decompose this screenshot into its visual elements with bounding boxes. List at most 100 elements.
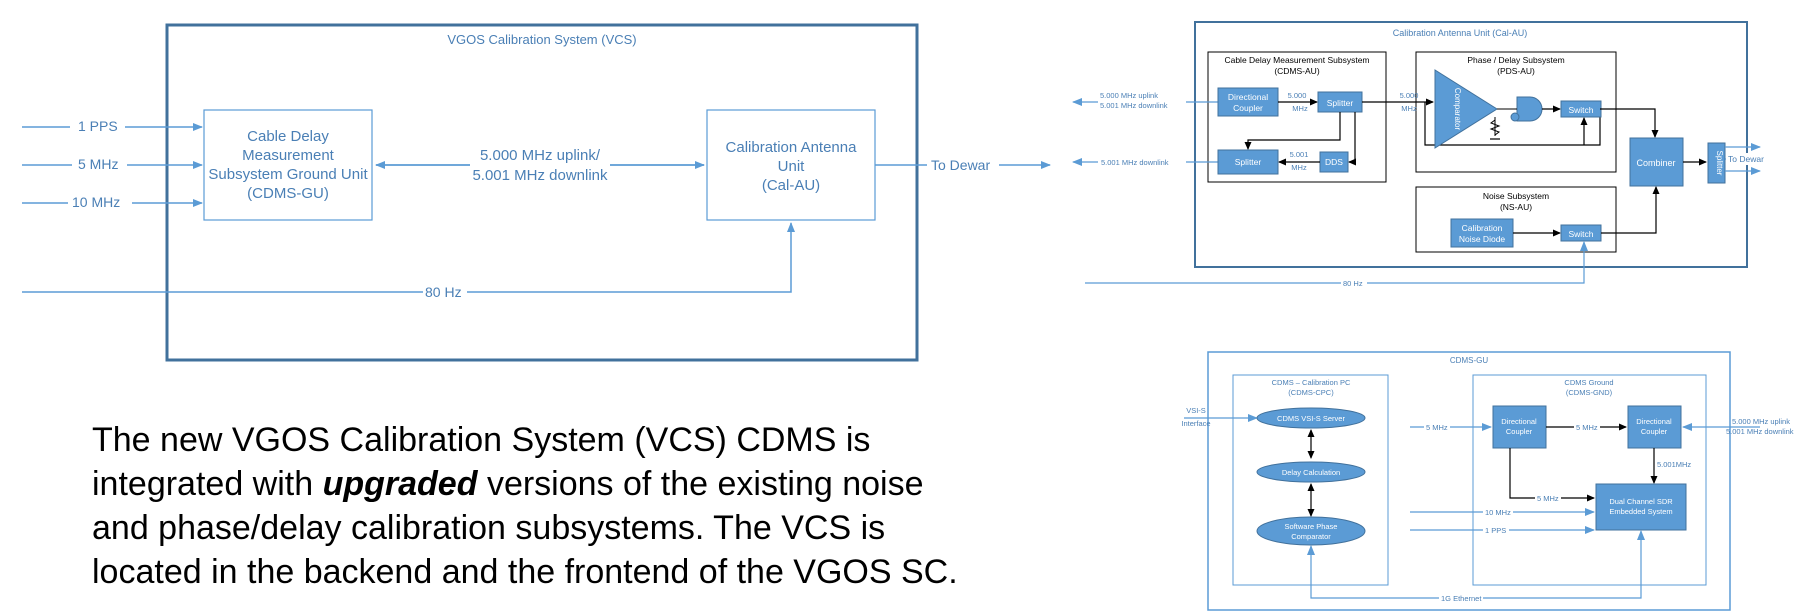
cdms-gu-frame (1207, 351, 1731, 611)
dds-label: DDS (1325, 157, 1343, 167)
vcs-link-label1: 5.000 MHz uplink/ (480, 147, 601, 164)
cal-au-line2: Unit (778, 158, 806, 175)
vcs-link-label2: 5.001 MHz downlink (472, 167, 608, 184)
cal-au-title: Calibration Antenna Unit (Cal-AU) (1393, 28, 1528, 38)
vcs-input-5mhz: 5 MHz (78, 156, 118, 172)
cdms-cpc-title1: CDMS – Calibration PC (1272, 378, 1351, 387)
cal-au-line1: Calibration Antenna (726, 139, 858, 156)
calau-5000-label1: 5.000 (1288, 91, 1307, 100)
cdms-gu-diagram: CDMS-GU CDMS – Calibration PC (CDMS-CPC)… (1181, 351, 1794, 611)
resistor-icon (1489, 119, 1501, 136)
vcs-80hz: 80 Hz (425, 284, 462, 300)
vsi-server-label: CDMS VSI-S Server (1277, 414, 1345, 423)
gnd-right-label1: 5.000 MHz uplink (1732, 417, 1790, 426)
ns-au-frame (1415, 186, 1617, 253)
sw-phase-label2: Comparator (1291, 532, 1331, 541)
caption-paragraph: The new VGOS Calibration System (VCS) CD… (92, 418, 1092, 594)
vcs-input-1pps: 1 PPS (78, 118, 118, 134)
calau-5000b-label1: 5.000 (1400, 91, 1419, 100)
noise-diode-block (1450, 218, 1514, 248)
pds-au-title2: (PDS-AU) (1497, 66, 1535, 76)
and-gate-inverter (1510, 112, 1520, 122)
calau-5000-label2: MHz (1292, 104, 1308, 113)
cdms-gu-line1: Cable Delay (247, 128, 329, 145)
gnd-10mhz: 10 MHz (1485, 508, 1511, 517)
cdms-gnd-title1: CDMS Ground (1564, 378, 1613, 387)
cdms-gnd-frame (1472, 374, 1707, 586)
calau-80hz: 80 Hz (1343, 279, 1363, 288)
delay-calc-label: Delay Calculation (1282, 468, 1340, 477)
cdms-au-frame (1207, 51, 1387, 183)
caption-line3: and phase/delay calibration subsystems. … (92, 509, 886, 547)
caption-line2-post: versions of the existing noise (477, 465, 924, 503)
cal-au-diagram: Calibration Antenna Unit (Cal-AU) Cable … (1072, 21, 1792, 289)
splitter-bottom-block (1217, 149, 1279, 175)
switch-ns-label: Switch (1568, 229, 1593, 239)
cdms-gu-line2: Measurement (242, 147, 335, 164)
gnd-5mhz-in: 5 MHz (1426, 423, 1448, 432)
sdr-block (1595, 483, 1687, 531)
cdms-gnd-title2: (CDMS-GND) (1566, 388, 1613, 397)
calau-to-dewar: To Dewar (1728, 154, 1764, 164)
cal-au-frame (1194, 21, 1748, 268)
comparator-label: Comparator (1453, 88, 1462, 131)
gnd-1pps: 1 PPS (1485, 526, 1506, 535)
caption-line4: located in the backend and the frontend … (92, 553, 958, 591)
cdms-cpc-title2: (CDMS-CPC) (1288, 388, 1334, 397)
gnd-5001-label: 5.001MHz (1657, 460, 1691, 469)
cdms-au-title2: (CDMS-AU) (1274, 66, 1319, 76)
comparator-triangle (1434, 69, 1498, 149)
calau-5001-label2: MHz (1291, 163, 1307, 172)
cal-au-line3: (Cal-AU) (762, 177, 820, 194)
directional-coupler-label1: Directional (1228, 92, 1268, 102)
sdr-label1: Dual Channel SDR (1609, 497, 1673, 506)
caption-line1: The new VGOS Calibration System (VCS) CD… (92, 421, 871, 459)
calau-5001-label1: 5.001 (1290, 150, 1309, 159)
dir-coupler-left-label1: Directional (1501, 417, 1537, 426)
ethernet-label: 1G Ethernet (1441, 594, 1482, 603)
vertical-splitter-block (1707, 142, 1726, 184)
pds-au-frame (1415, 51, 1617, 173)
combiner-label: Combiner (1636, 158, 1675, 168)
vcs-title: VGOS Calibration System (VCS) (447, 32, 636, 47)
dir-coupler-right-block (1627, 405, 1682, 449)
vsi-server-node (1256, 407, 1366, 429)
dir-coupler-right-label1: Directional (1636, 417, 1672, 426)
caption-line2-pre: integrated with (92, 465, 323, 503)
vcs-to-dewar: To Dewar (931, 157, 990, 173)
dir-coupler-right-label2: Coupler (1641, 427, 1668, 436)
vsi-label2: Interface (1181, 419, 1210, 428)
dir-coupler-left-label2: Coupler (1506, 427, 1533, 436)
cdms-au-title1: Cable Delay Measurement Subsystem (1224, 55, 1369, 65)
calau-uplink-label1: 5.000 MHz uplink (1100, 91, 1158, 100)
splitter-bottom-label: Splitter (1235, 157, 1262, 167)
cdms-gu-box (203, 109, 373, 221)
vsi-label1: VSI-S (1186, 406, 1206, 415)
cdms-gu-line4: (CDMS-GU) (247, 185, 329, 202)
splitter-top-label: Splitter (1327, 98, 1354, 108)
combiner-block (1629, 137, 1684, 187)
vcs-input-10mhz: 10 MHz (72, 194, 120, 210)
ns-au-title2: (NS-AU) (1500, 202, 1532, 212)
cdms-gu-line3: Subsystem Ground Unit (208, 166, 368, 183)
gnd-5mhz-low: 5 MHz (1537, 494, 1559, 503)
calau-5000b-label2: MHz (1401, 104, 1417, 113)
directional-coupler-label2: Coupler (1233, 103, 1263, 113)
pds-au-title1: Phase / Delay Subsystem (1467, 55, 1564, 65)
delay-calc-node (1256, 461, 1366, 483)
dir-coupler-left-block (1492, 405, 1547, 449)
noise-diode-label1: Calibration (1462, 223, 1503, 233)
ns-au-title1: Noise Subsystem (1483, 191, 1549, 201)
vertical-splitter-label: Splitter (1715, 151, 1724, 176)
vcs-diagram: VGOS Calibration System (VCS) 1 PPS 5 MH… (22, 23, 1051, 362)
vcs-frame (165, 23, 919, 362)
switch-pds-label: Switch (1568, 105, 1593, 115)
gnd-5mhz-mid: 5 MHz (1576, 423, 1598, 432)
sdr-label2: Embedded System (1609, 507, 1672, 516)
caption-emphasis: upgraded (322, 465, 478, 503)
cdms-gu-title: CDMS-GU (1450, 356, 1488, 365)
and-gate (1516, 96, 1543, 122)
calau-uplink-label2: 5.001 MHz downlink (1100, 101, 1168, 110)
gnd-right-label2: 5.001 MHz downlink (1726, 427, 1794, 436)
